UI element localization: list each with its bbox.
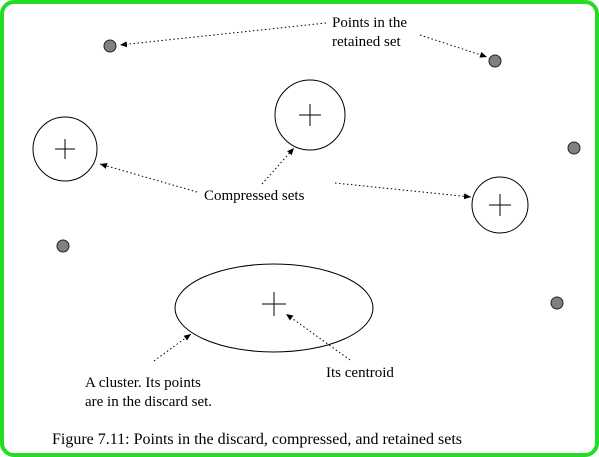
retained-label-line2: retained set xyxy=(332,34,401,50)
arrow-centroid xyxy=(285,313,351,361)
cluster-label-line1: A cluster. Its points xyxy=(85,375,201,391)
centroid-cross xyxy=(262,292,286,316)
retained-point xyxy=(56,239,70,253)
arrow-compressed-right xyxy=(334,182,472,200)
compressed-set-left xyxy=(32,116,98,182)
retained-point xyxy=(567,141,581,155)
figure-caption: Figure 7.11: Points in the discard, comp… xyxy=(52,431,462,448)
cluster-ellipse xyxy=(174,263,374,353)
cluster-label: A cluster. Its points are in the discard… xyxy=(85,374,212,412)
arrow-compressed-left xyxy=(99,163,198,193)
clustering-diagram xyxy=(32,22,581,362)
arrow-compressed-top xyxy=(261,147,295,185)
retained-point xyxy=(550,296,564,310)
cluster-label-line2: are in the discard set. xyxy=(85,394,213,410)
compressed-set-top xyxy=(274,79,346,151)
retained-label-line1: Points in the xyxy=(332,15,408,31)
arrows xyxy=(99,22,488,362)
compressed-set-right xyxy=(471,176,529,234)
compressed-sets-label: Compressed sets xyxy=(204,188,305,204)
retained-points xyxy=(56,39,581,310)
retained-set-label: Points in the retained set xyxy=(332,14,407,52)
arrow-cluster xyxy=(153,333,192,362)
arrow-retained-right xyxy=(419,34,488,58)
centroid-label: Its centroid xyxy=(326,365,394,381)
retained-point xyxy=(488,54,502,68)
arrow-retained-left xyxy=(119,22,327,48)
retained-point xyxy=(103,39,117,53)
